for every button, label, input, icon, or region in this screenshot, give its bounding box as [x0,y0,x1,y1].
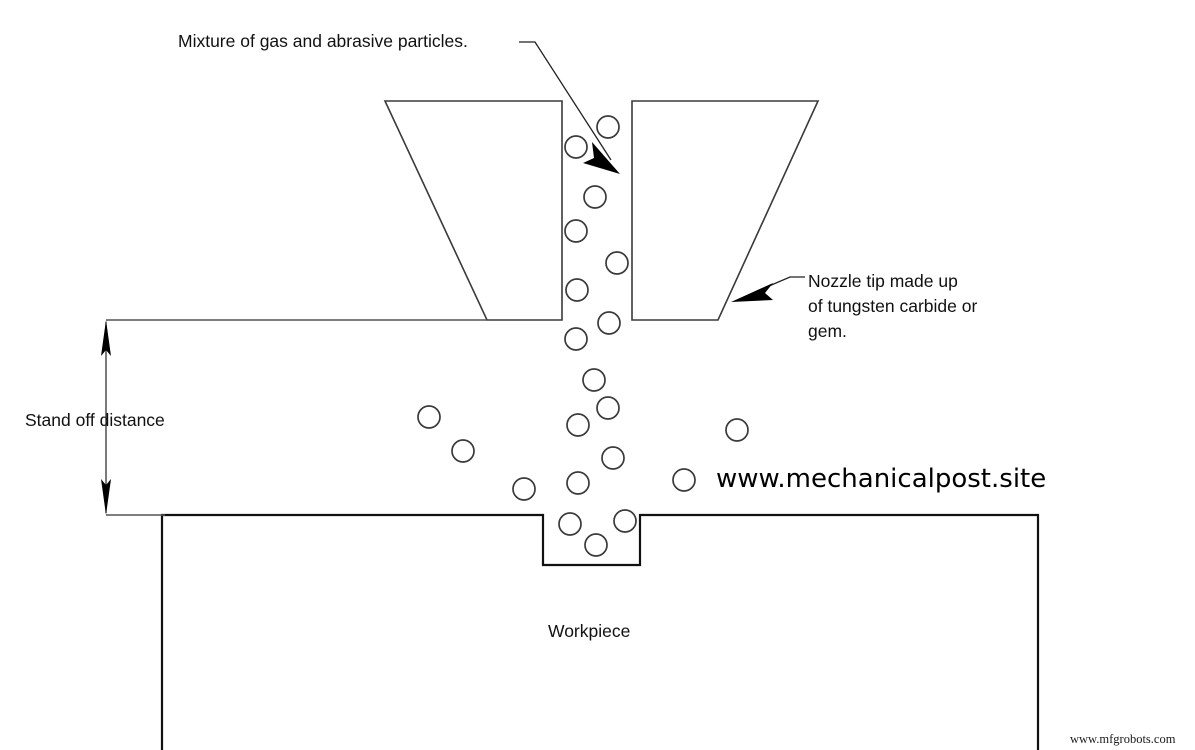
particles-in-bore [564,115,629,351]
particle [565,278,589,302]
nozzle-label-line-1: Nozzle tip made up [808,271,958,291]
workpiece-outline [160,513,1040,750]
mixture-leader [519,41,620,174]
particles-scatter-right [672,418,749,492]
standoff-reference-lines [106,319,487,516]
particle [512,477,536,501]
nozzle-body [383,100,820,321]
particle [596,115,620,139]
particle [605,251,629,275]
particle [564,135,588,159]
particle [566,413,590,437]
watermark-main: www.mechanicalpost.site [716,464,1046,494]
particle [596,396,620,420]
particles-in-jet [558,368,637,557]
watermark-corner: www.mfgrobots.com [1070,732,1176,746]
particle [725,418,749,442]
particle [451,439,475,463]
standoff-arrowhead-up [101,320,111,356]
particle [613,509,637,533]
particle [564,219,588,243]
particle [582,368,606,392]
workpiece-body [160,513,1040,750]
particle [566,471,590,495]
mixture-label: Mixture of gas and abrasive particles. [178,31,468,51]
abrasive-particles [417,115,749,557]
particle [672,468,696,492]
standoff-dimension-arrow [101,320,111,515]
particle [558,512,582,536]
particles-scatter-left [417,405,536,501]
particle [597,311,621,335]
workpiece-label: Workpiece [548,621,630,641]
particle [601,446,625,470]
particle [584,533,608,557]
mixture-leader-line [519,41,612,161]
particle [564,327,588,351]
mixture-leader-arrowhead [583,142,620,174]
nozzle-leader [731,276,805,302]
standoff-distance-label: Stand off distance [25,410,165,430]
nozzle-label-line-3: gem. [808,321,847,341]
particle [417,405,441,429]
nozzle-label-line-2: of tungsten carbide or [808,296,977,316]
nozzle-leader-arrowhead [731,283,773,302]
standoff-arrowhead-down [101,479,111,515]
nozzle-left-wall [383,100,563,321]
particle [583,185,607,209]
nozzle-right-wall [631,100,820,321]
